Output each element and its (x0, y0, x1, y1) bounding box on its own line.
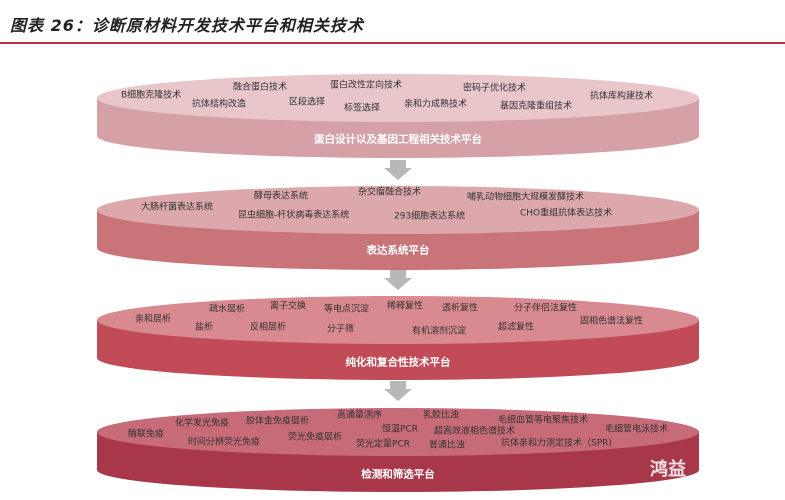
layer-3-disc (97, 296, 699, 380)
tech-item: 乳胶比浊 (423, 410, 460, 421)
tech-item: 区段选择 (289, 97, 326, 108)
tech-item: 普通比浊 (429, 440, 466, 451)
tech-item: 荧光定量PCR (356, 439, 410, 450)
arrow-down-icon (384, 381, 412, 401)
tech-item: 荧光免疫层析 (288, 432, 343, 443)
tech-item: 等电点沉淀 (324, 304, 370, 315)
tech-item: 亲和层析 (135, 314, 172, 325)
tech-item: 酵母表达系统 (254, 191, 309, 202)
tech-item: 抗体亲和力测定技术（SPR) (501, 438, 612, 449)
tech-item: 密码子优化技术 (463, 83, 527, 94)
tech-item: 离子交换 (270, 301, 307, 312)
tech-item: 融合蛋白技术 (233, 82, 288, 93)
tech-item: 分子筛 (327, 324, 355, 335)
tech-item: 反相层析 (250, 322, 287, 333)
tech-item: 亲和力成熟技术 (404, 99, 468, 110)
figure-title: 图表 26：诊断原材料开发技术平台和相关技术 (10, 16, 364, 35)
layer-3-label: 纯化和复合性技术平台 (345, 356, 451, 369)
tech-item: 时间分辨荧光免疫 (188, 437, 261, 448)
tech-item: 毛细血管等电聚焦技术 (498, 415, 589, 426)
watermark: 鸿益 (650, 459, 686, 480)
tech-item: 恒温PCR (382, 424, 418, 435)
layer-1-label: 蛋白设计以及基因工程相关技术平台 (314, 133, 482, 146)
arrow-down-icon (384, 160, 412, 180)
tech-item: 哺乳动物细胞大规模发酵技术 (467, 192, 585, 203)
tech-item: 毛细管电泳技术 (605, 424, 669, 435)
tech-item: 固相色谱法复性 (580, 316, 644, 327)
tech-item: 疏水层析 (209, 304, 246, 315)
tech-item: 抗体结构改造 (192, 99, 247, 110)
tech-item: 标签选择 (344, 103, 381, 114)
layer-4-disc (97, 408, 699, 492)
tech-item: 稀释复性 (387, 301, 424, 312)
layer-2-label: 表达系统平台 (366, 244, 430, 257)
tech-item: CHO重组抗体表达技术 (520, 208, 613, 219)
tech-item: 蛋白改性定向技术 (330, 80, 403, 91)
arrow-down-icon (384, 270, 412, 290)
tech-item: 盐析 (195, 322, 214, 333)
tech-item: 抗体库构建技术 (590, 91, 654, 102)
tech-item: 透析复性 (442, 303, 479, 314)
tech-item: 293细胞表达系统 (394, 211, 466, 222)
tech-item: 高通量测序 (337, 410, 383, 421)
tech-item: 大肠杆菌表达系统 (141, 202, 214, 213)
layer-2-disc (97, 186, 699, 270)
tech-item: B细胞克隆技术 (121, 90, 182, 101)
tech-item: 超滤复性 (498, 322, 535, 333)
tech-item: 昆虫细胞-杆状病毒表达系统 (238, 210, 350, 221)
tech-item: 酶联免疫 (128, 429, 165, 440)
tech-item: 基因克隆重组技术 (500, 101, 573, 112)
tech-item: 超高效液相色谱技术 (434, 426, 516, 437)
tech-item: 有机溶剂沉淀 (412, 326, 467, 337)
title-divider (0, 42, 785, 44)
tech-item: 化学发光免疫 (175, 418, 230, 429)
tech-item: 杂交瘤融合技术 (358, 187, 422, 198)
tech-item: 分子伴侣法复性 (514, 303, 578, 314)
layer-1-disc (97, 74, 699, 158)
layer-4-label: 检测和筛选平台 (361, 468, 435, 481)
tech-item: 胶体金免疫层析 (246, 416, 310, 427)
